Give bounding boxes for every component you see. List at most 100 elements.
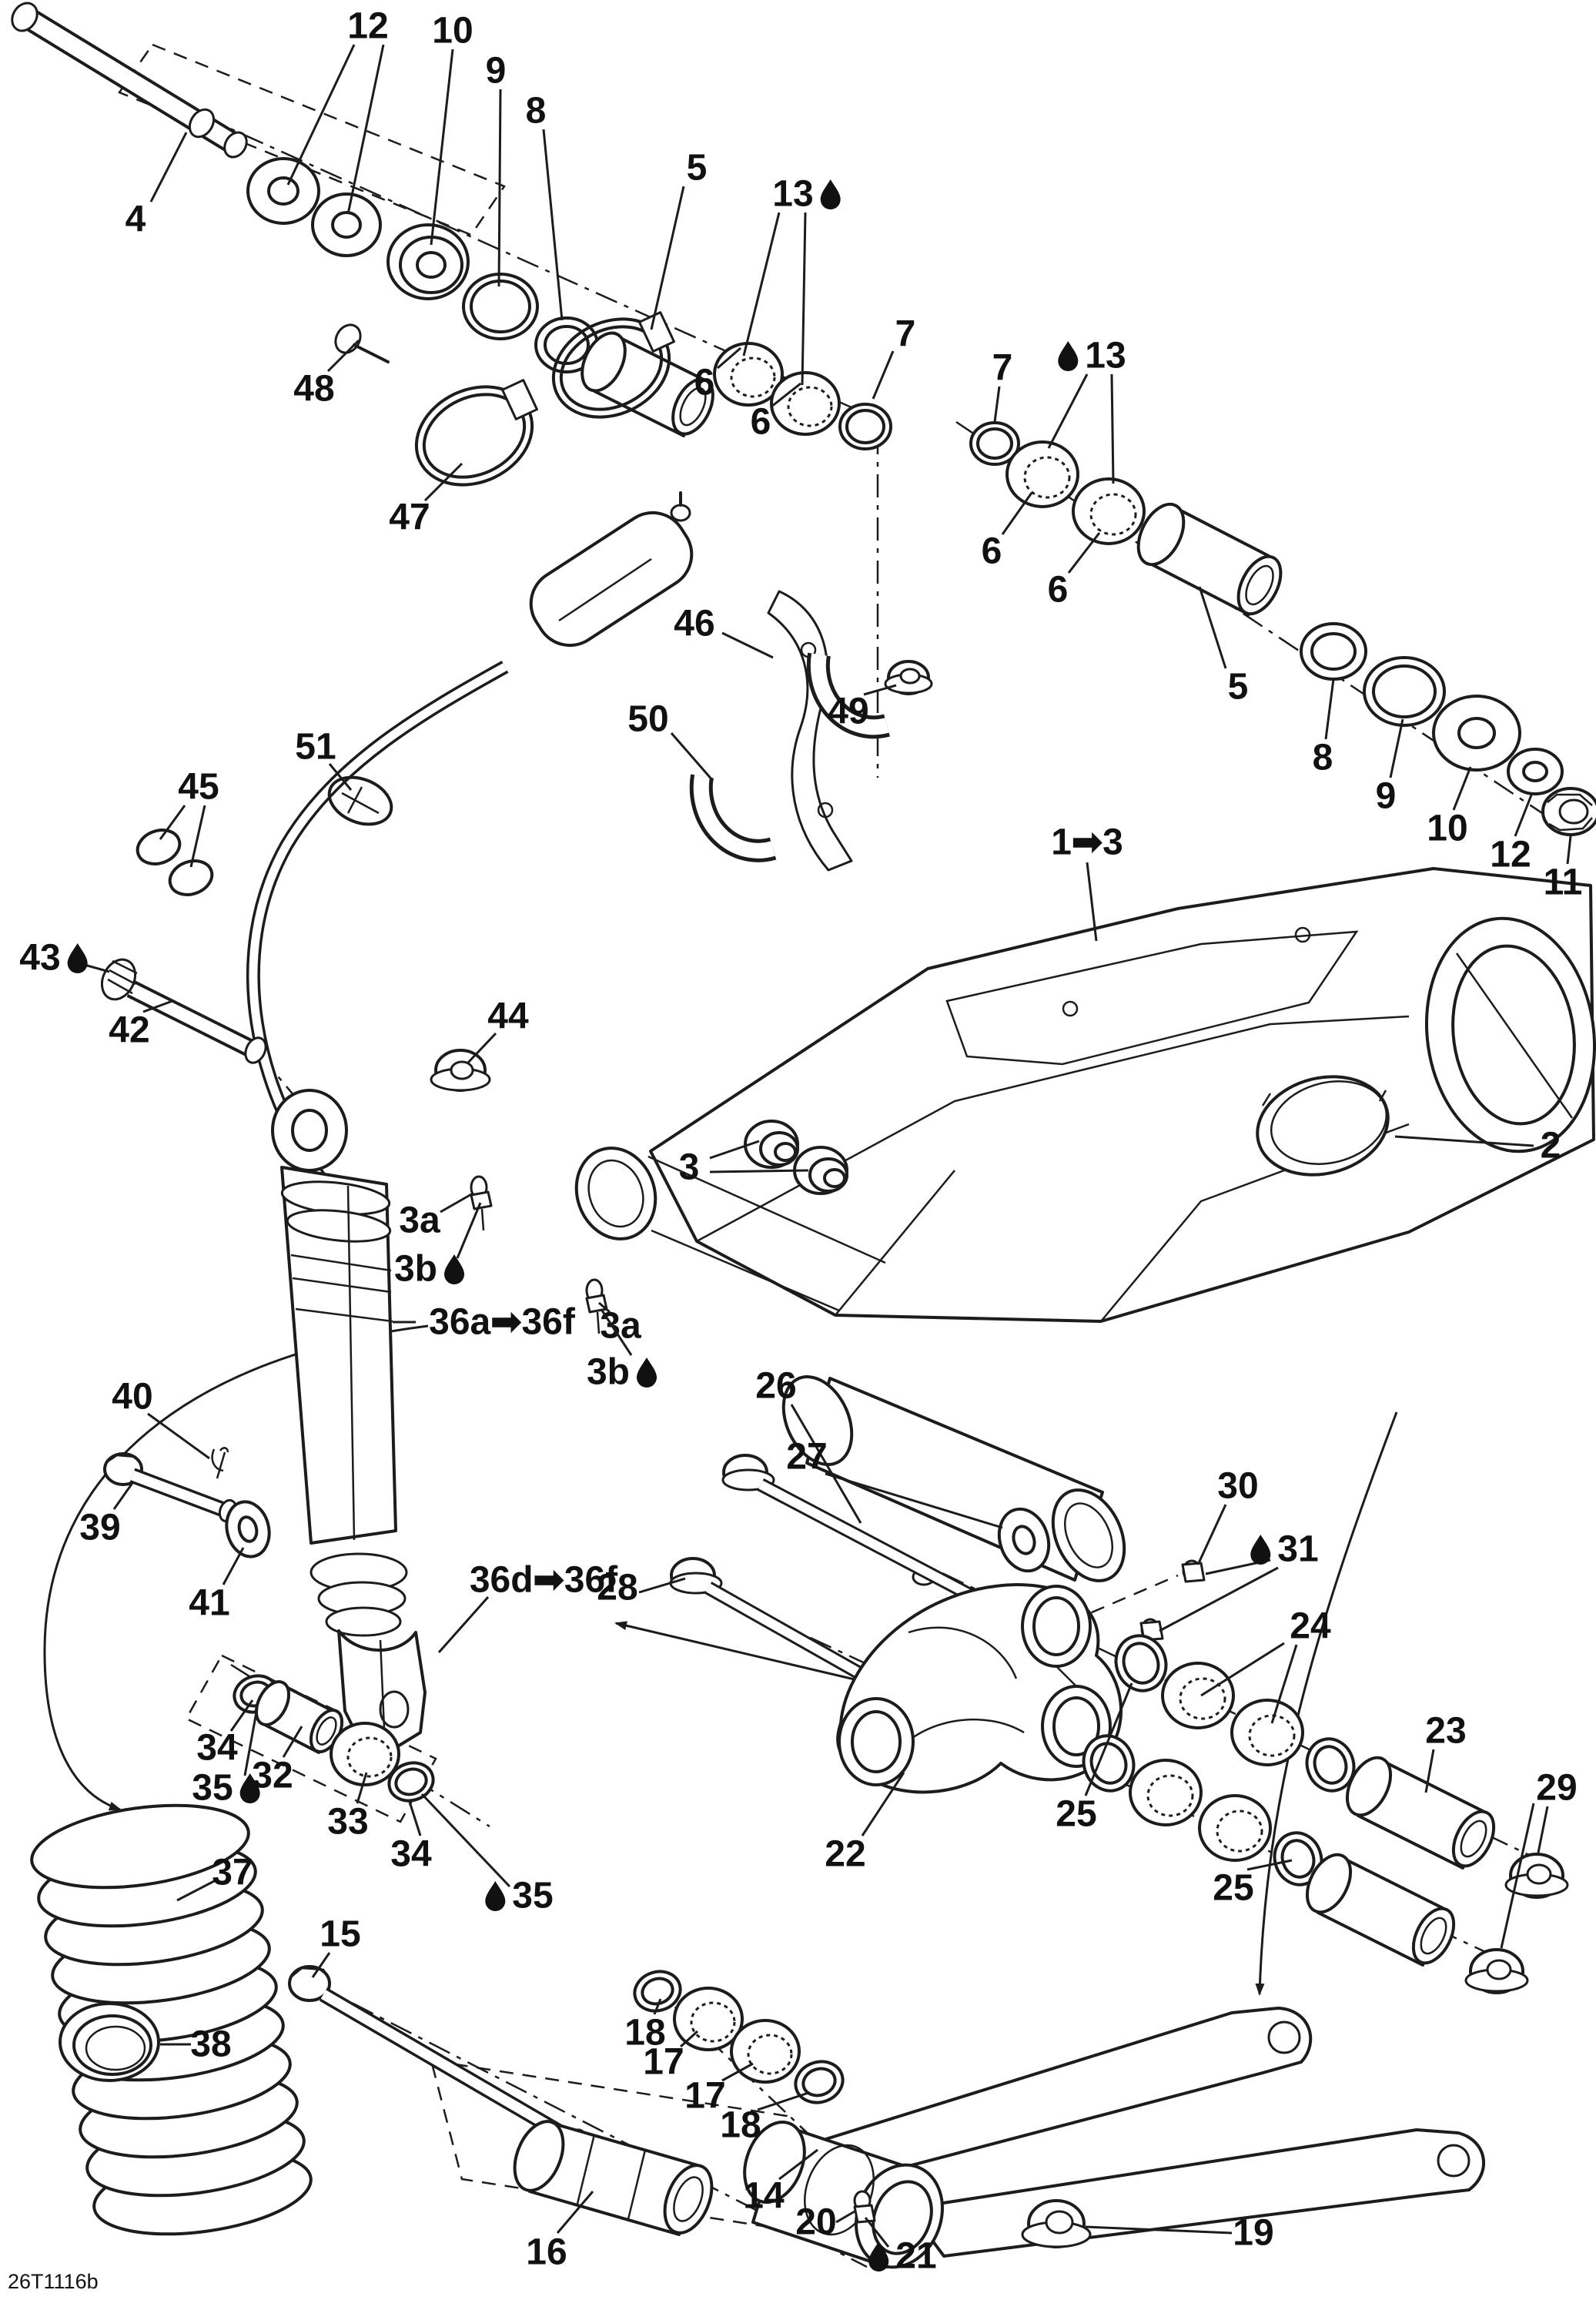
part-nut-19 [1021, 2199, 1092, 2248]
part-pivot-rod [11, 2, 248, 159]
lubricant-droplet-icon [239, 1773, 260, 1803]
callout-label: 36a➡36f [429, 1302, 576, 1343]
callout-label: 39 [79, 1508, 120, 1548]
callout-24: 24 [1200, 1606, 1331, 1724]
callout-13: 13 [1047, 336, 1126, 484]
part-bearing-train-upper [1114, 1634, 1569, 1899]
callout-30: 30 [1196, 1466, 1259, 1565]
callout-leader [311, 1952, 331, 1978]
callout-32: 32 [252, 1726, 303, 1796]
callout-leader [189, 805, 206, 868]
part-bolt-39 [103, 1452, 238, 1523]
callout-20: 20 [795, 2202, 855, 2243]
callout-38: 38 [160, 2024, 232, 2065]
callout-leader [717, 346, 741, 370]
callout-label: 2 [1541, 1126, 1561, 1167]
callout-label: 3 [679, 1147, 700, 1188]
callout-label: 3a [399, 1200, 440, 1241]
callout-leader [142, 999, 173, 1013]
callout-5: 5 [1198, 586, 1248, 708]
callout-label: 3b [394, 1249, 437, 1290]
callout-label: 35 [512, 1876, 553, 1917]
callout-leader [1424, 1749, 1435, 1793]
lubricant-droplet-icon [868, 2241, 889, 2272]
callout-leader [149, 132, 188, 203]
callout-12: 12 [1490, 792, 1534, 875]
callout-6: 6 [1048, 532, 1101, 611]
callout-label: 11 [1544, 862, 1583, 903]
part-swing-arm [574, 867, 1596, 1586]
callout-leader [771, 382, 801, 408]
callout-label: 7 [895, 314, 916, 355]
callout-29: 29 [1500, 1768, 1578, 1949]
callout-leader [456, 1202, 482, 1259]
lubricant-droplet-icon [1250, 1535, 1271, 1565]
part-cotter-pin-40 [211, 1447, 229, 1479]
callout-label: 42 [109, 1010, 149, 1051]
callout-leader [408, 1801, 422, 1836]
callout-leader [467, 1032, 497, 1064]
callout-label: 8 [1313, 738, 1333, 778]
callout-label: 27 [786, 1437, 827, 1478]
callout-45: 45 [159, 767, 219, 868]
callout-label: 25 [1213, 1868, 1253, 1909]
callout-leader [801, 212, 807, 386]
callout-leader [864, 2217, 890, 2248]
callout-leader [1324, 678, 1335, 740]
callout-leader [670, 732, 714, 782]
callout-label: 1➡3 [1051, 822, 1123, 863]
callout-leader [598, 1301, 611, 1314]
part-grease-fitting-20 [853, 2190, 876, 2224]
callout-1-3: 1➡3 [1051, 822, 1123, 942]
callout-35: 35 [192, 1707, 260, 1809]
callout-leader [1389, 718, 1404, 778]
part-washers-right [1300, 622, 1564, 795]
callout-leader [147, 1412, 210, 1460]
callout-label: 18 [720, 2105, 761, 2146]
callout-label: 17 [643, 2042, 684, 2083]
callout-31: 31 [1159, 1529, 1319, 1632]
callout-41: 41 [189, 1547, 245, 1624]
callout-leader [650, 186, 685, 330]
part-needle-bearings-right [969, 421, 1146, 545]
callout-label: 9 [1376, 776, 1397, 817]
callout-label: 51 [295, 727, 336, 768]
callout-label: 29 [1536, 1768, 1577, 1809]
part-rocker-arm [743, 2007, 1485, 2269]
callout-28: 28 [597, 1568, 686, 1609]
callout-leader [872, 350, 895, 400]
callout-7: 7 [872, 314, 916, 400]
callout-35: 35 [420, 1793, 554, 1917]
callout-27: 27 [786, 1437, 1003, 1529]
callout-leader [1270, 1644, 1298, 1724]
callout-51: 51 [295, 727, 353, 791]
callout-leader [601, 1310, 633, 1356]
callout-leader [326, 339, 360, 373]
callout-label: 18 [624, 2013, 665, 2054]
part-washer-41 [225, 1500, 271, 1558]
callout-label: 4 [125, 199, 146, 240]
callout-leader [1246, 1859, 1293, 1871]
callout-label: 34 [196, 1728, 238, 1769]
callout-label: 25 [1056, 1794, 1096, 1835]
callout-leader [542, 129, 564, 321]
part-orings-45 [136, 829, 214, 896]
callout-label: 15 [320, 1914, 360, 1955]
callout-label: 24 [1290, 1606, 1331, 1647]
callout-label: 13 [1085, 336, 1126, 377]
callout-label: 44 [487, 996, 529, 1037]
callout-label: 12 [347, 6, 388, 47]
callout-36a-36f: 36a➡36f [393, 1302, 576, 1343]
callout-leader [243, 1707, 259, 1776]
callout-label: 50 [627, 699, 668, 740]
callout-label: 26 [755, 1366, 796, 1407]
callout-label: 31 [1277, 1529, 1318, 1570]
callout-leader [1001, 492, 1033, 535]
part-hose [246, 661, 509, 1200]
callout-leader [1200, 1642, 1285, 1697]
callout-label: 45 [178, 767, 219, 808]
callout-21: 21 [864, 2217, 937, 2277]
part-bolt-42 [100, 958, 267, 1064]
callout-25: 25 [1056, 1682, 1133, 1835]
